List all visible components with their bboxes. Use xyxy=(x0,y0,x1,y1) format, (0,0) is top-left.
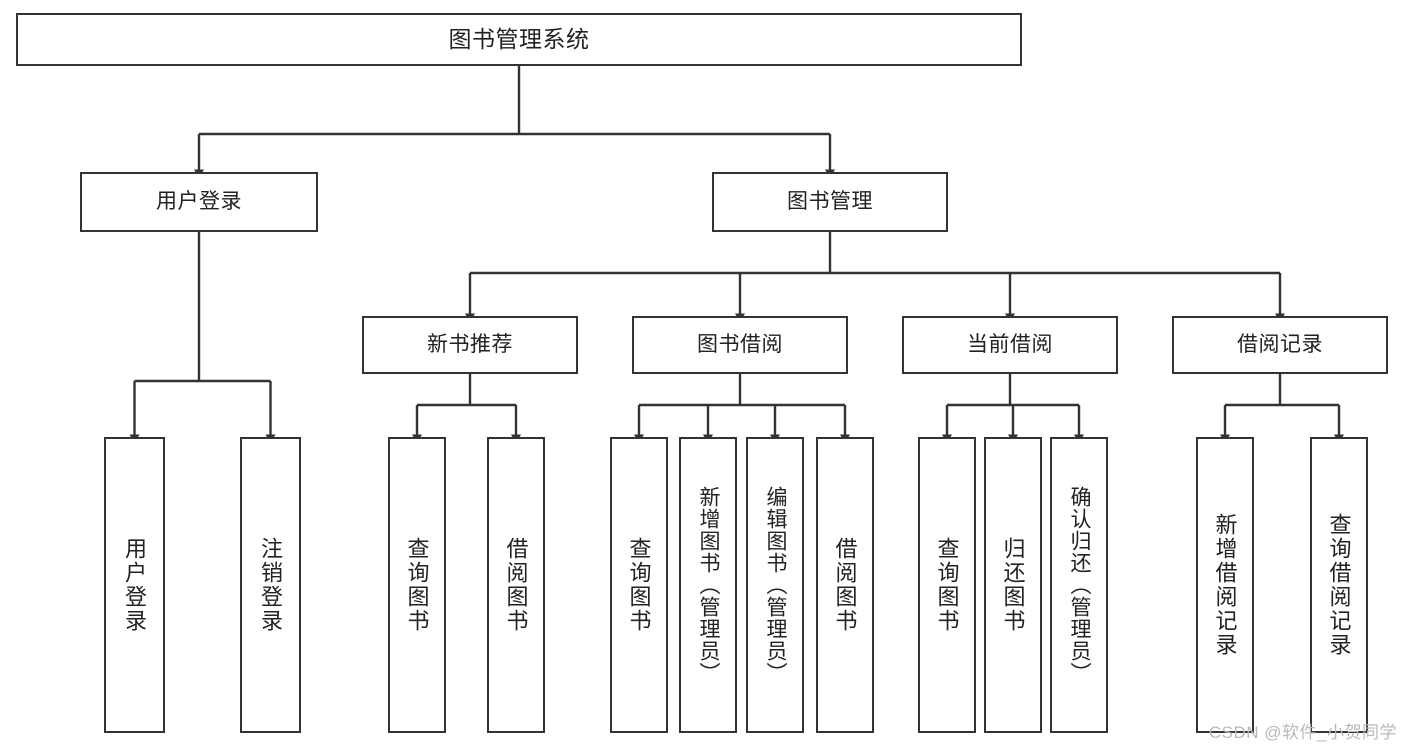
edge-paths xyxy=(129,66,1344,444)
node-label: 查询图书 xyxy=(934,537,960,633)
node-label: 新增借阅记录 xyxy=(1212,513,1238,657)
node-label: 注销登录 xyxy=(258,537,284,633)
node-book-borrow[interactable]: 图书借阅 xyxy=(632,316,848,374)
node-label: 图书管理 xyxy=(787,189,873,213)
watermark-text: CSDN @软件_小贺同学 xyxy=(1208,723,1397,742)
node-borrow-record[interactable]: 借阅记录 xyxy=(1172,316,1388,374)
node-leaf-borrow-2[interactable]: 借阅图书 xyxy=(816,437,874,733)
node-label: 编辑图书（管理员） xyxy=(764,486,788,684)
node-label: 借阅图书 xyxy=(832,537,858,633)
node-leaf-add-rec[interactable]: 新增借阅记录 xyxy=(1196,437,1254,733)
node-label: 用户登录 xyxy=(156,189,242,213)
node-label: 图书借阅 xyxy=(697,332,783,356)
node-label: 归还图书 xyxy=(1000,537,1026,633)
node-label: 查询图书 xyxy=(626,537,652,633)
node-label: 当前借阅 xyxy=(967,332,1053,356)
node-label: 确认归还（管理员） xyxy=(1068,486,1092,684)
node-leaf-borrow-1[interactable]: 借阅图书 xyxy=(487,437,545,733)
node-user-login[interactable]: 用户登录 xyxy=(80,172,318,232)
node-leaf-query-rec[interactable]: 查询借阅记录 xyxy=(1310,437,1368,733)
node-leaf-confirm[interactable]: 确认归还（管理员） xyxy=(1050,437,1108,733)
node-label: 查询借阅记录 xyxy=(1326,513,1352,657)
node-root[interactable]: 图书管理系统 xyxy=(16,13,1022,66)
node-label: 查询图书 xyxy=(404,537,430,633)
node-leaf-query-3[interactable]: 查询图书 xyxy=(918,437,976,733)
node-leaf-query-2[interactable]: 查询图书 xyxy=(610,437,668,733)
node-label: 用户登录 xyxy=(122,537,148,633)
node-new-book-rec[interactable]: 新书推荐 xyxy=(362,316,578,374)
node-leaf-query-1[interactable]: 查询图书 xyxy=(388,437,446,733)
node-book-manage[interactable]: 图书管理 xyxy=(712,172,948,232)
node-leaf-add-book[interactable]: 新增图书（管理员） xyxy=(679,437,737,733)
node-label: 新增图书（管理员） xyxy=(697,486,721,684)
node-label: 新书推荐 xyxy=(427,332,513,356)
node-label: 借阅记录 xyxy=(1237,332,1323,356)
node-label: 图书管理系统 xyxy=(448,25,590,52)
node-label: 借阅图书 xyxy=(503,537,529,633)
node-current-borrow[interactable]: 当前借阅 xyxy=(902,316,1118,374)
node-leaf-return[interactable]: 归还图书 xyxy=(984,437,1042,733)
node-leaf-logout[interactable]: 注销登录 xyxy=(240,437,301,733)
node-leaf-user-login[interactable]: 用户登录 xyxy=(104,437,165,733)
node-leaf-edit-book[interactable]: 编辑图书（管理员） xyxy=(746,437,804,733)
